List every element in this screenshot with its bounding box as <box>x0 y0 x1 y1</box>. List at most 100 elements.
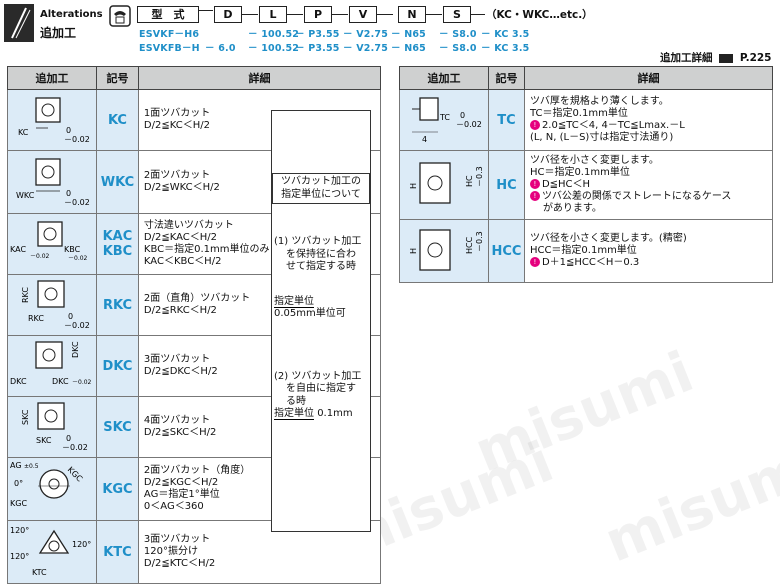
code-box-s: S <box>443 6 471 23</box>
code-box-p: P <box>304 6 332 23</box>
svg-text:120°: 120° <box>10 552 29 561</box>
symbol-wkc: WKC <box>96 150 139 214</box>
svg-text:KGC: KGC <box>10 499 27 508</box>
svg-text:KAC: KAC <box>10 245 26 254</box>
code-box-d: D <box>214 6 242 23</box>
watermark: misumi <box>596 429 780 576</box>
symbol-skc: SKC <box>96 396 139 458</box>
svg-text:－0.02: －0.02 <box>64 321 90 330</box>
col-header-symbol: 記号 <box>96 66 139 90</box>
col-header-detail: 詳細 <box>523 66 774 90</box>
phone-icon <box>109 5 131 27</box>
code-connector <box>287 14 303 15</box>
svg-text:0°: 0° <box>14 479 23 488</box>
kc-figure: KC 0－0.02 <box>7 89 97 151</box>
table-row: H HC －0.3 HC ツバ径を小さく変更します。HC＝指定0.1mm単位 !… <box>399 150 774 220</box>
symbol-rkc: RKC <box>96 274 139 336</box>
col-header-alteration: 追加工 <box>7 66 97 90</box>
warning-icon: ! <box>529 191 540 201</box>
svg-text:0: 0 <box>68 312 73 321</box>
table-header-row: 追加工 記号 詳細 <box>399 66 774 90</box>
svg-text:0: 0 <box>66 434 71 443</box>
svg-text:RKC: RKC <box>21 287 30 303</box>
note-unit-1: 指定単位 0.05mm単位可 <box>274 295 346 319</box>
dim-label: KC <box>18 128 29 137</box>
symbol-tc: TC <box>488 89 525 151</box>
warning-icon: ! <box>529 179 540 189</box>
svg-text:0: 0 <box>460 111 465 120</box>
wkc-figure: WKC 0－0.02 <box>7 150 97 214</box>
symbol-hc: HC <box>488 150 525 220</box>
note-case-1: (1) ツバカット加工を保持径に合わせて指定する時 <box>274 236 362 272</box>
svg-text:0: 0 <box>66 189 71 198</box>
svg-text:AG: AG <box>10 461 22 470</box>
svg-text:DKC: DKC <box>52 377 69 386</box>
alterations-icon <box>4 4 34 42</box>
code-connector <box>242 14 258 15</box>
detail-reference-link[interactable]: 追加工詳細 P.225 <box>660 52 772 64</box>
svg-text:HC: HC <box>465 175 474 187</box>
svg-text:－0.02: －0.02 <box>64 198 90 207</box>
svg-text:－0.02: －0.02 <box>68 255 88 262</box>
svg-text:120°: 120° <box>72 540 91 549</box>
code-box-n: N <box>398 6 426 23</box>
svg-text:±0.5: ±0.5 <box>24 463 39 470</box>
svg-text:4: 4 <box>422 135 427 144</box>
svg-text:H: H <box>409 248 418 254</box>
col-header-detail: 詳細 <box>137 66 382 90</box>
hcc-figure: H HCC －0.3 <box>399 219 489 283</box>
code-connector <box>199 10 213 11</box>
note-title: ツバカット加工の指定単位について <box>272 173 370 204</box>
ktc-figure: 120°120°120°KTC <box>7 520 97 584</box>
kac-kbc-figure: KAC－0.02 KBC－0.02 <box>7 213 97 275</box>
cut-unit-note: ツバカット加工の指定単位について (1) ツバカット加工を保持径に合わせて指定す… <box>271 110 371 532</box>
svg-text:－0.3: －0.3 <box>475 231 484 252</box>
symbol-hcc: HCC <box>488 219 525 283</box>
svg-text:WKC: WKC <box>16 191 35 200</box>
svg-text:KTC: KTC <box>32 568 47 577</box>
alterations-label: Alterations <box>40 9 103 20</box>
col-header-alteration: 追加工 <box>399 66 489 90</box>
code-connector <box>426 14 442 15</box>
table-row: H HCC －0.3 HCC ツバ径を小さく変更します。(精密)HCC＝指定0.… <box>399 219 774 283</box>
model-row-2: ESVKFB－H － 6.0 － 100.52 － P3.55 － V2.75 … <box>139 43 530 54</box>
svg-text:120°: 120° <box>10 526 29 535</box>
svg-text:KBC: KBC <box>64 245 81 254</box>
symbol-ktc: KTC <box>96 520 139 584</box>
code-box-l: L <box>259 6 287 23</box>
svg-text:H: H <box>409 183 418 189</box>
svg-text:DKC: DKC <box>71 341 80 358</box>
svg-text:KGC: KGC <box>66 465 85 484</box>
svg-text:0: 0 <box>66 126 71 135</box>
svg-text:HCC: HCC <box>465 236 474 254</box>
code-connector <box>377 14 393 15</box>
code-connector <box>471 14 485 15</box>
kgc-figure: AG±0.5 0° KGC KGC <box>7 457 97 521</box>
code-box-v: V <box>349 6 377 23</box>
svg-text:－0.02: －0.02 <box>72 379 92 386</box>
hc-figure: H HC －0.3 <box>399 150 489 220</box>
note-case-2: (2) ツバカット加工を自由に指定する時 指定単位 0.1mm <box>274 370 362 420</box>
symbol-kgc: KGC <box>96 457 139 521</box>
svg-text:SKC: SKC <box>36 436 52 445</box>
col-header-symbol: 記号 <box>488 66 525 90</box>
svg-text:－0.3: －0.3 <box>475 166 484 187</box>
symbol-kc: KC <box>96 89 139 151</box>
symbol-kac-kbc: KAC KBC <box>96 213 139 275</box>
code-connector <box>332 14 348 15</box>
model-row-1: ESVKF－H6 － 100.52 － P3.55 － V2.75 － N65 … <box>139 29 530 40</box>
svg-text:－0.02: －0.02 <box>62 443 88 452</box>
detail-hc: ツバ径を小さく変更します。HC＝指定0.1mm単位 !D≦HC＜H !ツバ公差の… <box>523 150 774 220</box>
svg-text:－0.02: －0.02 <box>64 135 90 144</box>
alterations-jp-label: 追加工 <box>40 26 77 40</box>
symbol-dkc: DKC <box>96 335 139 397</box>
detail-tc: ツバ厚を規格より薄くします。TC＝指定0.1mm単位 !2.0≦TC＜4, 4－… <box>523 89 774 151</box>
svg-text:－0.02: －0.02 <box>30 253 50 260</box>
